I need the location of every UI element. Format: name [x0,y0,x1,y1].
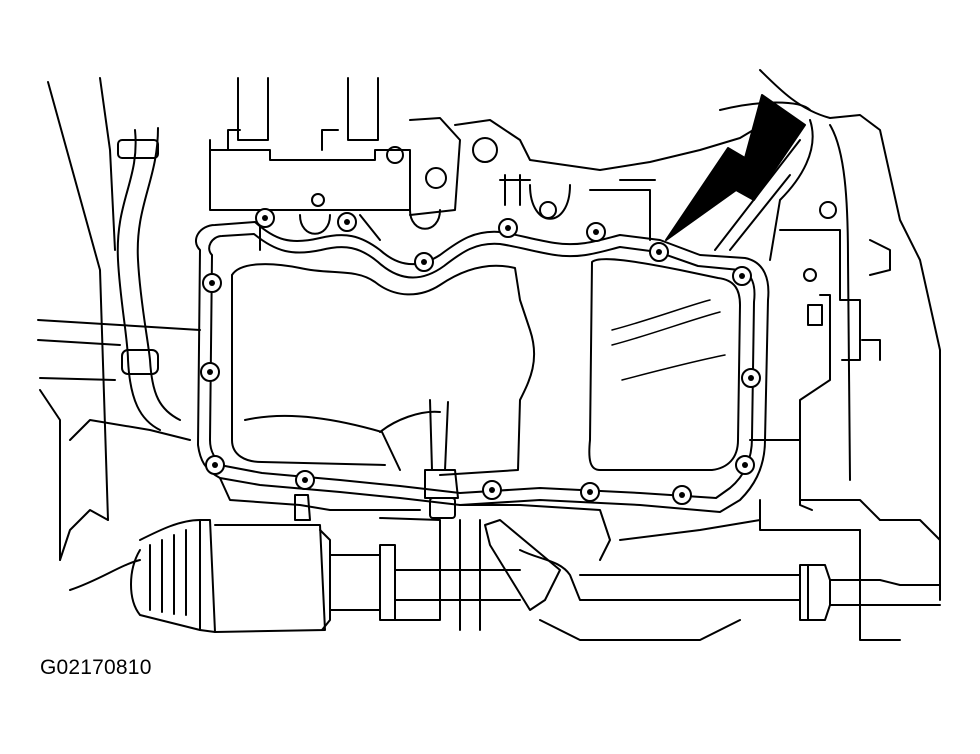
bolt [200,362,220,382]
bolt [732,266,752,286]
bolt [295,470,315,490]
bolt [255,208,275,228]
bolt [586,222,606,242]
bolt [414,252,434,272]
bolt [202,273,222,293]
bolt [337,212,357,232]
oil-pan-gasket [195,221,770,513]
bolt [735,455,755,475]
figure-code: G02170810 [40,656,152,679]
engine-block-top [209,77,771,251]
hose [69,127,191,441]
bolt [580,482,600,502]
indicator-arrow [665,94,806,241]
bolt [672,485,692,505]
oil-pan [231,258,741,519]
bolt [498,218,518,238]
drive-shaft-assembly [59,477,941,641]
oil-pan-bolts [200,208,761,505]
transaxle-housing [714,69,941,601]
bolt [482,480,502,500]
bolt [741,368,761,388]
bolt [205,455,225,475]
bolt [649,242,669,262]
left-frame [37,77,201,561]
